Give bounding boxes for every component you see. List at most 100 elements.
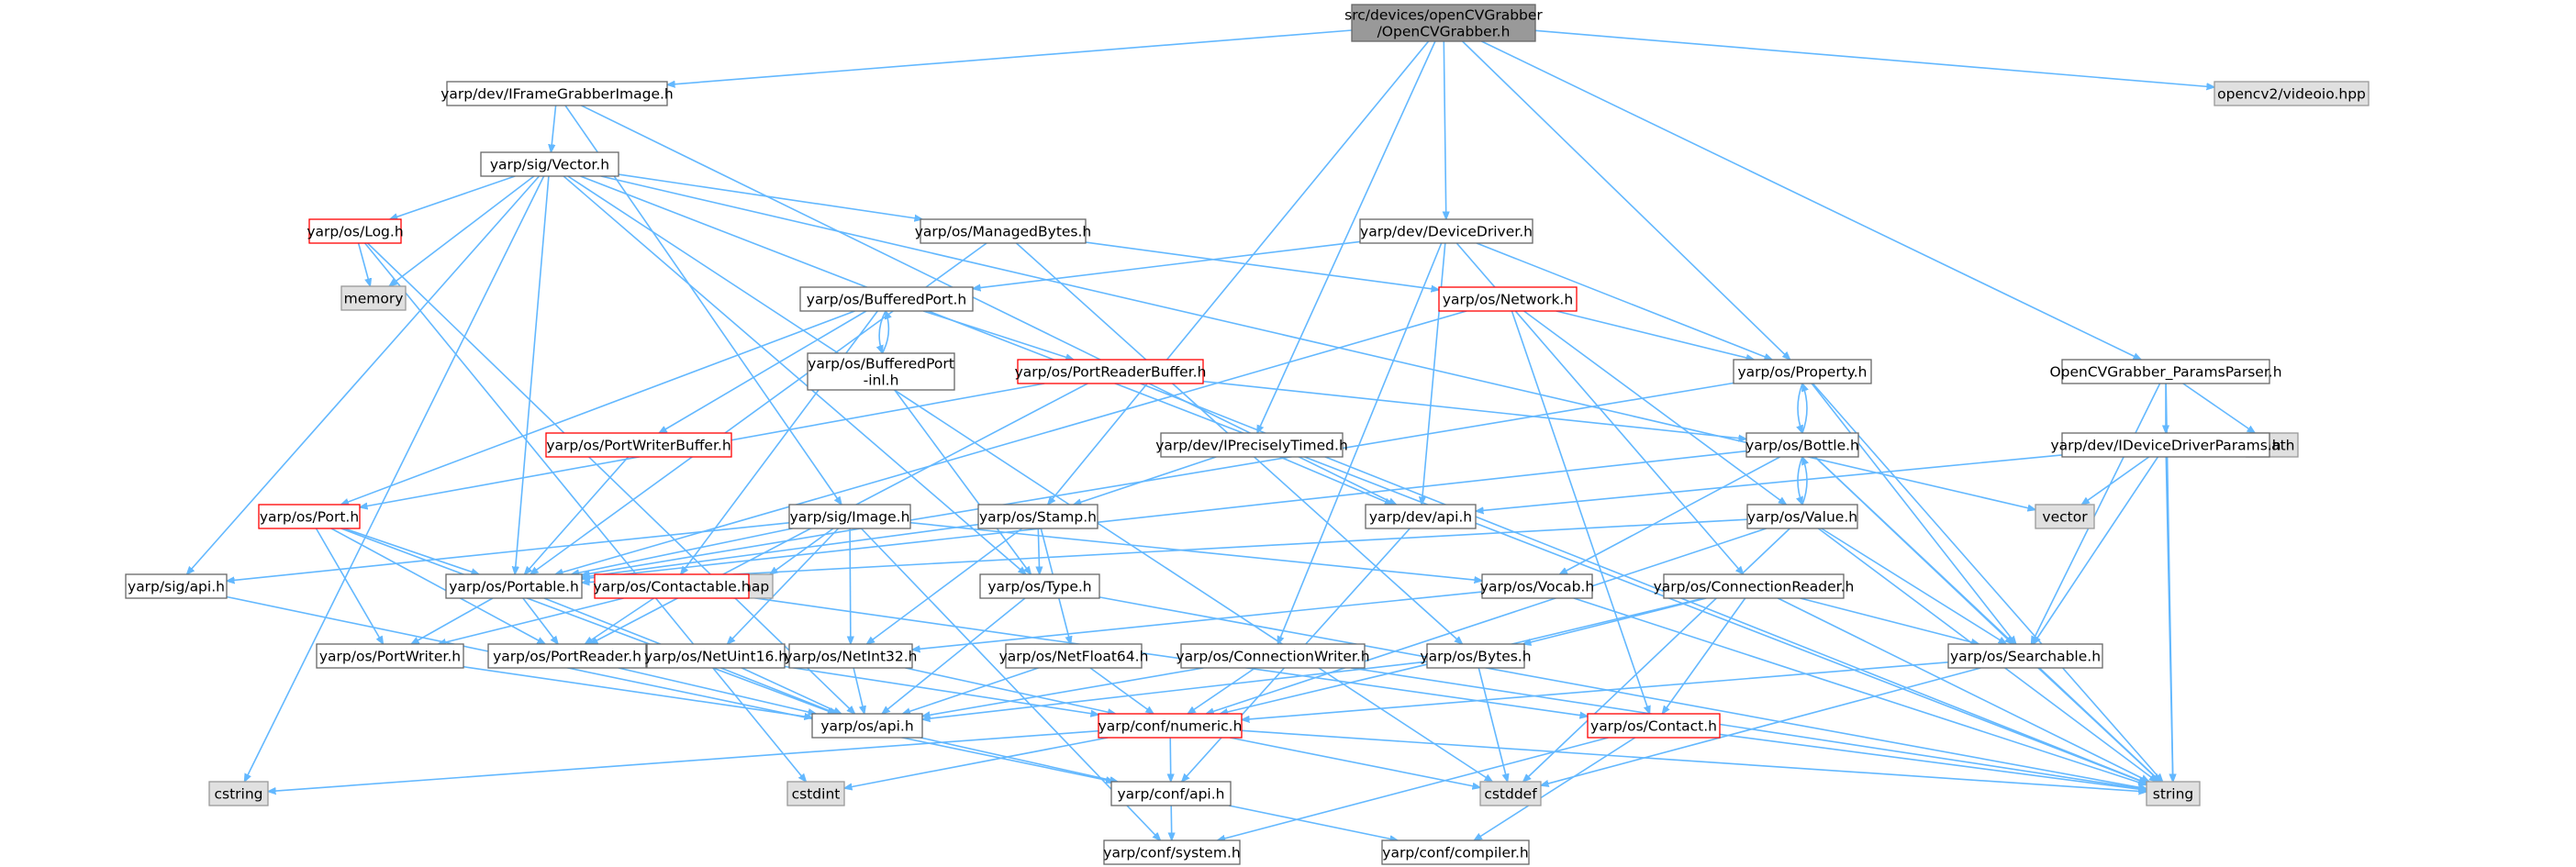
- node-label: yarp/os/ConnectionReader.h: [1654, 579, 1855, 595]
- node-managedbytes[interactable]: yarp/os/ManagedBytes.h: [915, 218, 1092, 244]
- edge-sigapi-to-confapi: [226, 595, 1114, 783]
- node-label: yarp/os/Contact.h: [1590, 718, 1717, 735]
- edge-connreader-to-osbytes: [1523, 597, 1707, 644]
- node-label: /OpenCVGrabber.h: [1377, 24, 1511, 40]
- node-osport[interactable]: yarp/os/Port.h: [258, 504, 361, 529]
- node-bufferedport[interactable]: yarp/os/BufferedPort.h: [799, 286, 974, 312]
- node-label: yarp/dev/DeviceDriver.h: [1360, 224, 1533, 240]
- node-contact[interactable]: yarp/os/Contact.h: [1587, 713, 1721, 739]
- node-box-portreaderbuffer: [1017, 359, 1204, 384]
- node-box-confnumeric: [1098, 713, 1243, 739]
- node-box-sigimage: [788, 504, 911, 529]
- node-devapi[interactable]: yarp/dev/api.h: [1365, 504, 1477, 529]
- node-confnumeric[interactable]: yarp/conf/numeric.h: [1098, 713, 1243, 739]
- edge-property-to-portable: [582, 382, 1734, 575]
- node-confsystem[interactable]: yarp/conf/system.h: [1103, 839, 1241, 865]
- edge-osport-to-portreader: [330, 528, 545, 644]
- node-connreader[interactable]: yarp/os/ConnectionReader.h: [1654, 573, 1855, 599]
- node-portwriter[interactable]: yarp/os/PortWriter.h: [316, 643, 464, 669]
- node-ostype[interactable]: yarp/os/Type.h: [979, 573, 1100, 599]
- node-contactable[interactable]: yarp/os/Contactable.h: [593, 573, 751, 599]
- node-connwriter[interactable]: yarp/os/ConnectionWriter.h: [1176, 643, 1370, 669]
- node-osbytes[interactable]: yarp/os/Bytes.h: [1420, 643, 1532, 669]
- node-portreaderbuffer[interactable]: yarp/os/PortReaderBuffer.h: [1015, 359, 1207, 384]
- edge-bufferedport-to-bufferedportinl: [879, 310, 887, 353]
- node-cstdint: cstdint: [786, 781, 845, 806]
- node-value[interactable]: yarp/os/Value.h: [1746, 504, 1858, 529]
- node-label: yarp/os/Type.h: [987, 579, 1091, 595]
- edge-portable-to-portwriter: [411, 597, 494, 644]
- node-stamp[interactable]: yarp/os/Stamp.h: [977, 504, 1098, 529]
- edge-bottle-to-vocab: [1559, 456, 1780, 574]
- node-box-ideviceparams: [2061, 432, 2270, 458]
- node-sigvector[interactable]: yarp/sig/Vector.h: [480, 151, 619, 177]
- edge-value-to-cstddef: [1523, 528, 1790, 782]
- node-confapi[interactable]: yarp/conf/api.h: [1110, 781, 1232, 806]
- node-ideviceparams[interactable]: yarp/dev/IDeviceDriverParams.h: [2050, 432, 2281, 458]
- edge-searchable-to-confnumeric: [1242, 661, 1949, 720]
- node-box-osapi: [811, 713, 923, 739]
- node-label: yarp/dev/api.h: [1369, 509, 1472, 526]
- edge-sigimage-to-map: [770, 528, 834, 574]
- node-devicedriver[interactable]: yarp/dev/DeviceDriver.h: [1359, 218, 1533, 244]
- node-sigimage[interactable]: yarp/sig/Image.h: [788, 504, 911, 529]
- node-memory: memory: [340, 285, 407, 311]
- node-searchable[interactable]: yarp/os/Searchable.h: [1947, 643, 2103, 669]
- node-ipreciselytimed[interactable]: yarp/dev/IPreciselyTimed.h: [1155, 432, 1348, 458]
- node-box-netfloat64: [1005, 643, 1143, 669]
- node-box-bottle: [1745, 432, 1859, 458]
- edge-confnumeric-to-cstdint: [844, 737, 1109, 788]
- edge-sigimage-to-sigapi: [227, 522, 790, 582]
- node-label: cstdint: [792, 786, 841, 803]
- edge-sigvector-to-vector: [600, 175, 2035, 510]
- edge-bottle-to-portable: [582, 450, 1747, 579]
- edge-oslog-to-memory: [357, 242, 371, 286]
- node-portreader[interactable]: yarp/os/PortReader.h: [487, 643, 647, 669]
- node-portable[interactable]: yarp/os/Portable.h: [445, 573, 583, 599]
- node-box-connwriter: [1180, 643, 1366, 669]
- edge-portable-to-portreader: [522, 597, 558, 644]
- node-string: string: [2146, 781, 2201, 806]
- node-sigapi[interactable]: yarp/sig/api.h: [125, 573, 228, 599]
- edge-root-to-devicedriver: [1444, 40, 1446, 219]
- node-label: yarp/conf/numeric.h: [1098, 718, 1243, 735]
- node-netuint16[interactable]: yarp/os/NetUint16.h: [644, 643, 787, 669]
- node-netint32[interactable]: yarp/os/NetInt32.h: [784, 643, 918, 669]
- node-cstring: cstring: [208, 781, 269, 806]
- node-box-portable: [445, 573, 583, 599]
- node-box-cstddef: [1479, 781, 1542, 806]
- edge-portwriterbuffer-to-portable: [525, 456, 630, 574]
- node-portwriterbuffer[interactable]: yarp/os/PortWriterBuffer.h: [545, 432, 732, 458]
- node-property[interactable]: yarp/os/Property.h: [1733, 359, 1872, 384]
- node-box-ostype: [979, 573, 1100, 599]
- edge-contact-to-confcompiler: [1474, 737, 1636, 840]
- edge-sigvector-to-managedbytes: [618, 173, 922, 219]
- node-iframegrabberimage[interactable]: yarp/dev/IFrameGrabberImage.h: [440, 81, 674, 106]
- node-label: yarp/os/NetInt32.h: [784, 649, 917, 665]
- node-label: yarp/os/NetUint16.h: [644, 649, 787, 665]
- edge-root-to-iframegrabberimage: [667, 29, 1353, 84]
- node-netfloat64[interactable]: yarp/os/NetFloat64.h: [999, 643, 1149, 669]
- edge-root-to-property: [1462, 40, 1790, 360]
- edge-value-to-portable: [582, 518, 1748, 583]
- node-box-paramsparser: [2061, 359, 2270, 384]
- node-label: yarp/os/BufferedPort.h: [807, 292, 966, 308]
- node-label: -inl.h: [864, 372, 899, 389]
- edge-osport-to-osapi: [340, 528, 836, 714]
- edge-confnumeric-to-cstring: [268, 729, 1099, 792]
- node-network[interactable]: yarp/os/Network.h: [1438, 286, 1578, 312]
- node-bottle[interactable]: yarp/os/Bottle.h: [1745, 432, 1859, 458]
- node-oslog[interactable]: yarp/os/Log.h: [307, 218, 404, 244]
- edge-value-to-bottle: [1802, 457, 1807, 506]
- node-vocab[interactable]: yarp/os/Vocab.h: [1480, 573, 1594, 599]
- edge-sigvector-to-portable: [515, 175, 550, 574]
- edge-sigimage-to-netuint16: [728, 528, 840, 644]
- node-paramsparser[interactable]: OpenCVGrabber_ParamsParser.h: [2049, 359, 2282, 384]
- node-label: yarp/os/BufferedPort: [808, 356, 954, 372]
- edge-vocab-to-netint32: [912, 591, 1483, 650]
- edge-layer: [187, 29, 2256, 840]
- node-osapi[interactable]: yarp/os/api.h: [811, 713, 923, 739]
- edge-stamp-to-portable: [582, 523, 979, 578]
- node-confcompiler[interactable]: yarp/conf/compiler.h: [1381, 839, 1530, 865]
- node-bufferedportinl[interactable]: yarp/os/BufferedPort-inl.h: [807, 352, 955, 391]
